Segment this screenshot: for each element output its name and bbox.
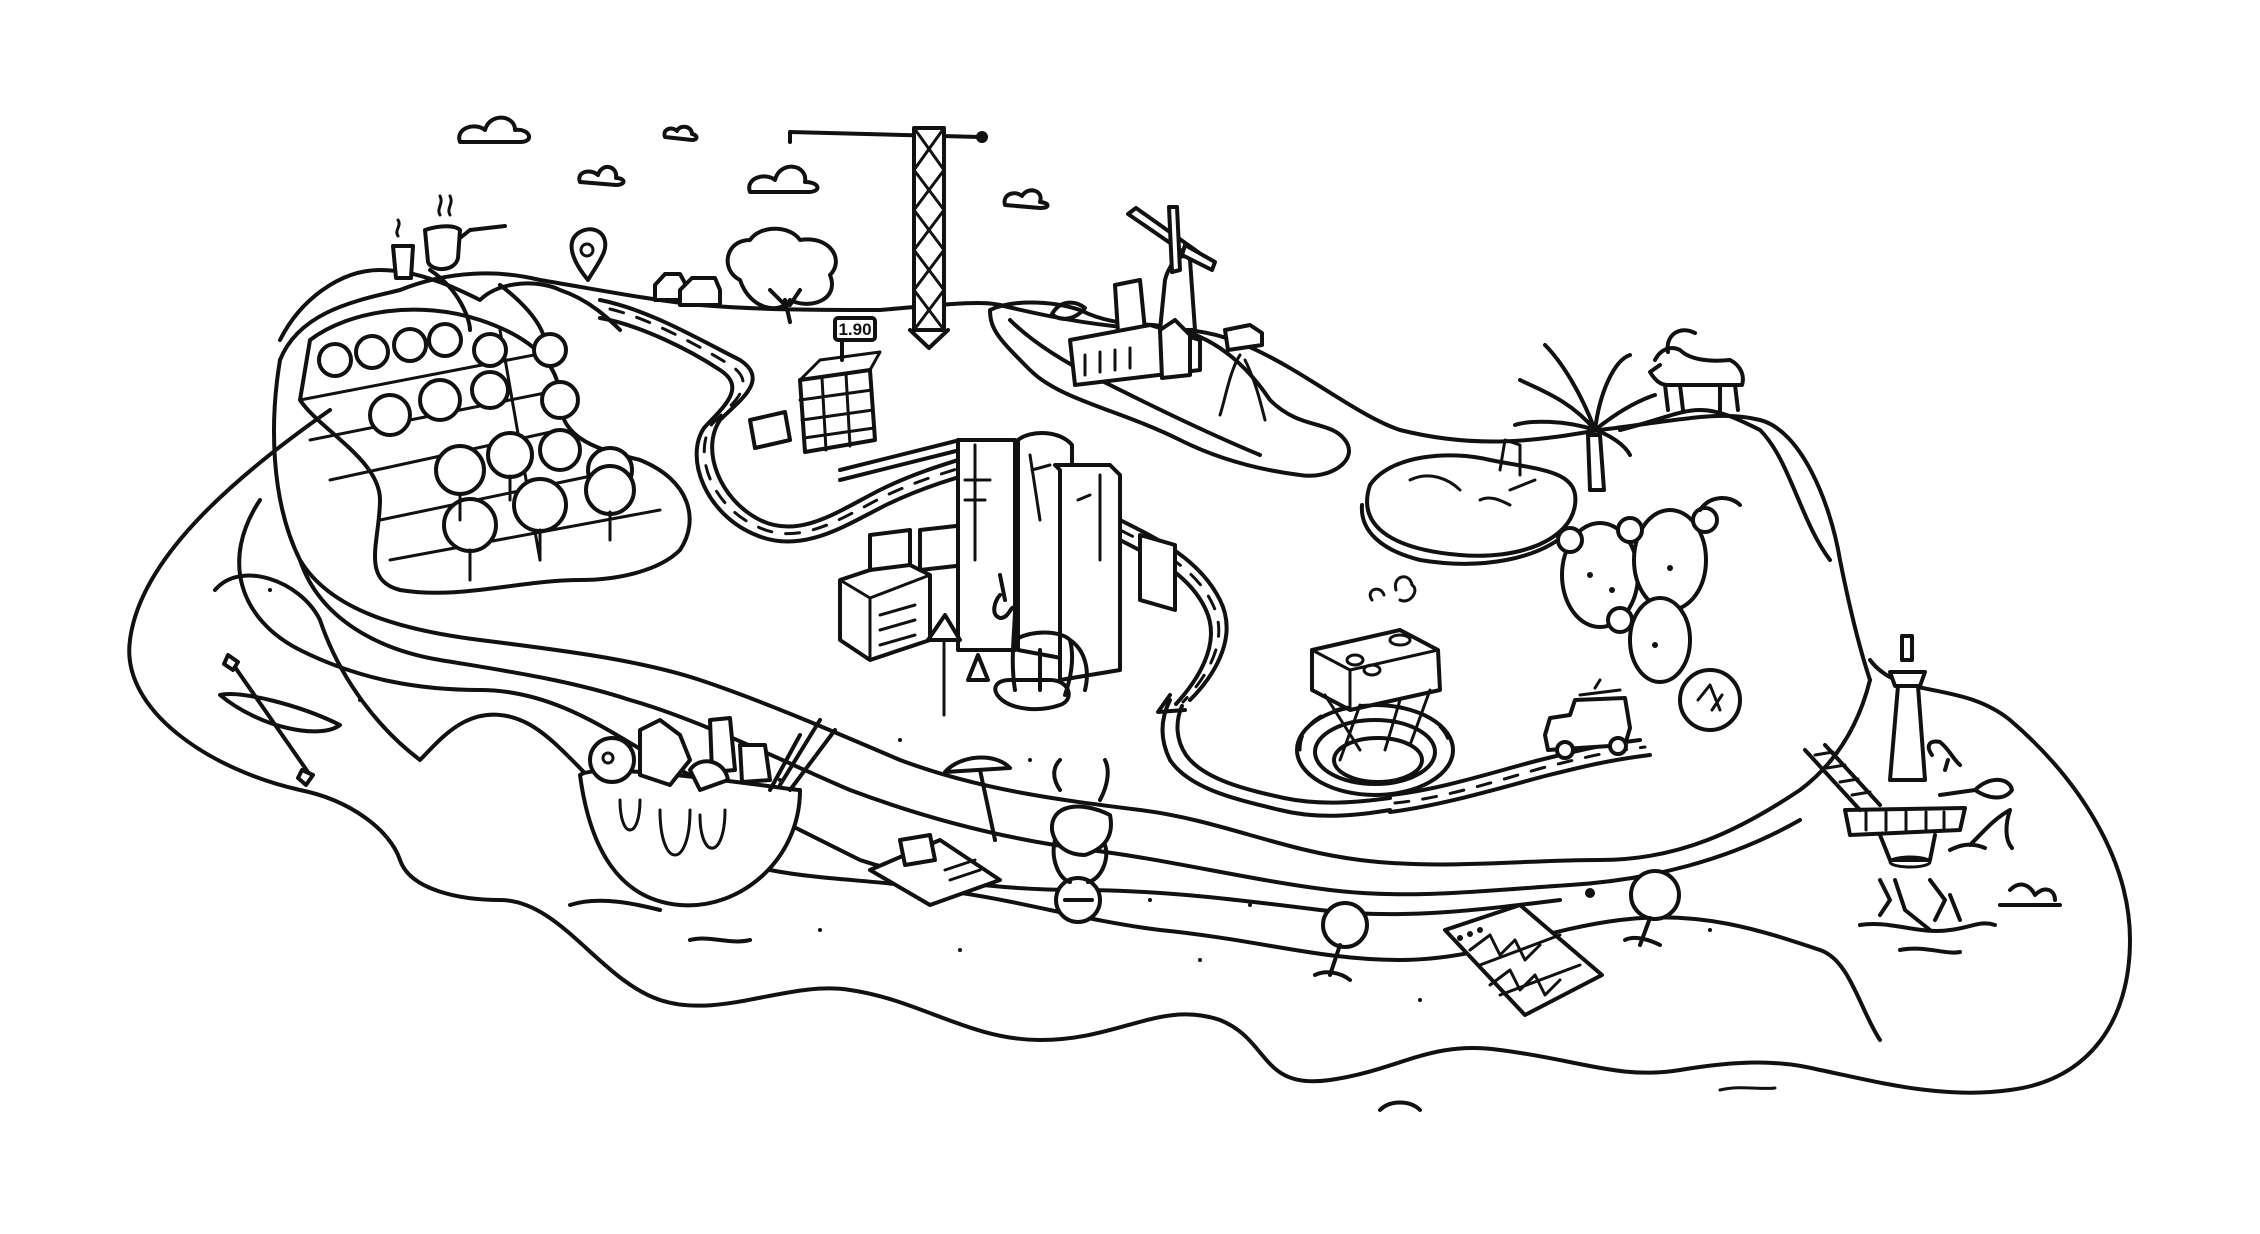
market-crates-icon [748, 338, 882, 454]
big-tree-icon [725, 226, 838, 324]
sand-dots [268, 588, 1712, 1002]
clouds [457, 115, 1050, 210]
coffee-pot-icon [423, 194, 507, 271]
windmill-icon [1126, 205, 1217, 332]
swimmer-icon [1049, 758, 1113, 924]
coral-icon [1858, 878, 2062, 955]
shark-fin-icon [1948, 808, 2014, 852]
cloud-icon [1002, 188, 1050, 210]
stadium-icon [1295, 575, 1455, 797]
coffee-cup-icon [391, 218, 415, 280]
city-towers [838, 431, 1392, 818]
cloud-icon [662, 124, 699, 142]
price-tag: 1.90 [833, 316, 877, 342]
arrow-icon [1156, 693, 1392, 818]
coffee-hill [278, 194, 622, 342]
fish-icon [1926, 739, 2014, 800]
salad-bowl-icon [568, 716, 837, 944]
cloud-icon [577, 165, 626, 187]
map-pin-icon [569, 227, 608, 282]
orchard [298, 307, 692, 595]
price-label: 1.90 [838, 320, 871, 339]
jeep-icon [1543, 678, 1632, 760]
tree-grove-icon [317, 322, 636, 582]
road [598, 298, 992, 544]
construction-crane-icon [788, 126, 988, 350]
ibex-icon [1648, 328, 1745, 412]
waves [1378, 1086, 1777, 1112]
unicorn-icon [992, 573, 1089, 712]
island-outline [127, 408, 2132, 1095]
mat-icon [1443, 903, 1604, 1017]
plateau-edge [272, 358, 1872, 867]
cloud-icon [747, 164, 820, 194]
lagoon [1359, 438, 1578, 566]
palm-tree-icon [1513, 343, 1657, 492]
right-mountain [1618, 408, 1832, 562]
paddle-ball-icon [1313, 869, 1681, 982]
cloud-icon [457, 115, 531, 144]
windmill-town [988, 205, 1351, 478]
umbrella-icon [943, 755, 1012, 842]
tower-icon [1803, 634, 1967, 869]
plateau-edge-lower [298, 558, 1802, 897]
cactus-icon [1556, 496, 1742, 732]
beach-towel-icon [868, 833, 1002, 907]
kayak-icon [218, 653, 342, 787]
house-icon [653, 272, 722, 307]
